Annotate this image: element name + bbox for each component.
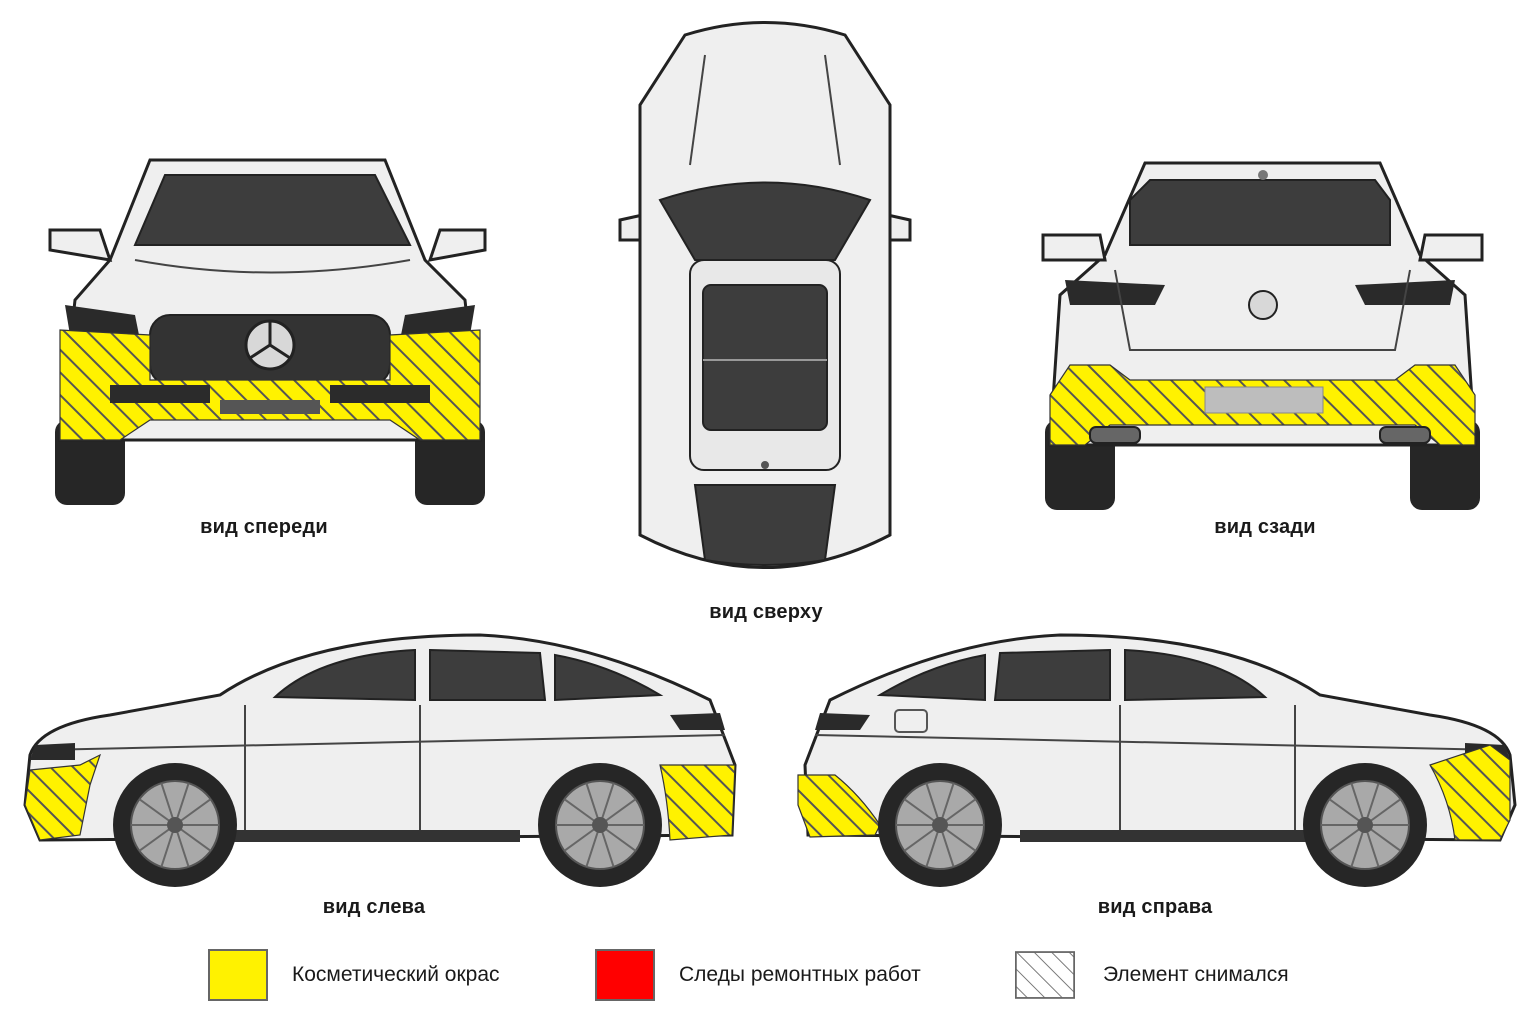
front-view — [40, 150, 500, 520]
left-rear-bumper-cosmetic-zone — [659, 764, 736, 841]
top-car-drawing — [618, 21, 912, 569]
legend-item-cosmetic-paint: Косметический окрас — [208, 948, 500, 1002]
rear-view-caption: вид сзади — [1214, 516, 1316, 538]
front-car-drawing — [48, 158, 487, 505]
left-front-bumper-cosmetic-zone — [24, 753, 102, 841]
right-view — [790, 625, 1520, 895]
red-swatch — [595, 949, 655, 1001]
yellow-swatch — [208, 949, 268, 1001]
front-bumper-cosmetic-zone — [59, 329, 481, 441]
rear-view — [1035, 155, 1495, 515]
legend-label: Элемент снимался — [1103, 963, 1289, 986]
right-view-caption: вид справа — [1097, 896, 1213, 918]
right-front-bumper-cosmetic-zone — [1429, 744, 1511, 841]
top-view-caption: вид сверху — [709, 601, 823, 623]
right-rear-bumper-cosmetic-zone — [797, 774, 881, 838]
legend-label: Следы ремонтных работ — [679, 963, 921, 986]
legend-item-element-removed: Элемент снимался — [1015, 948, 1289, 1002]
legend-label: Косметический окрас — [292, 963, 500, 986]
left-view — [20, 625, 750, 895]
top-view — [615, 15, 915, 595]
hatched-swatch — [1015, 951, 1075, 999]
front-view-caption: вид спереди — [200, 516, 328, 538]
rear-car-drawing — [1041, 161, 1484, 510]
left-view-caption: вид слева — [322, 896, 426, 918]
legend-item-repair-traces: Следы ремонтных работ — [595, 948, 921, 1002]
